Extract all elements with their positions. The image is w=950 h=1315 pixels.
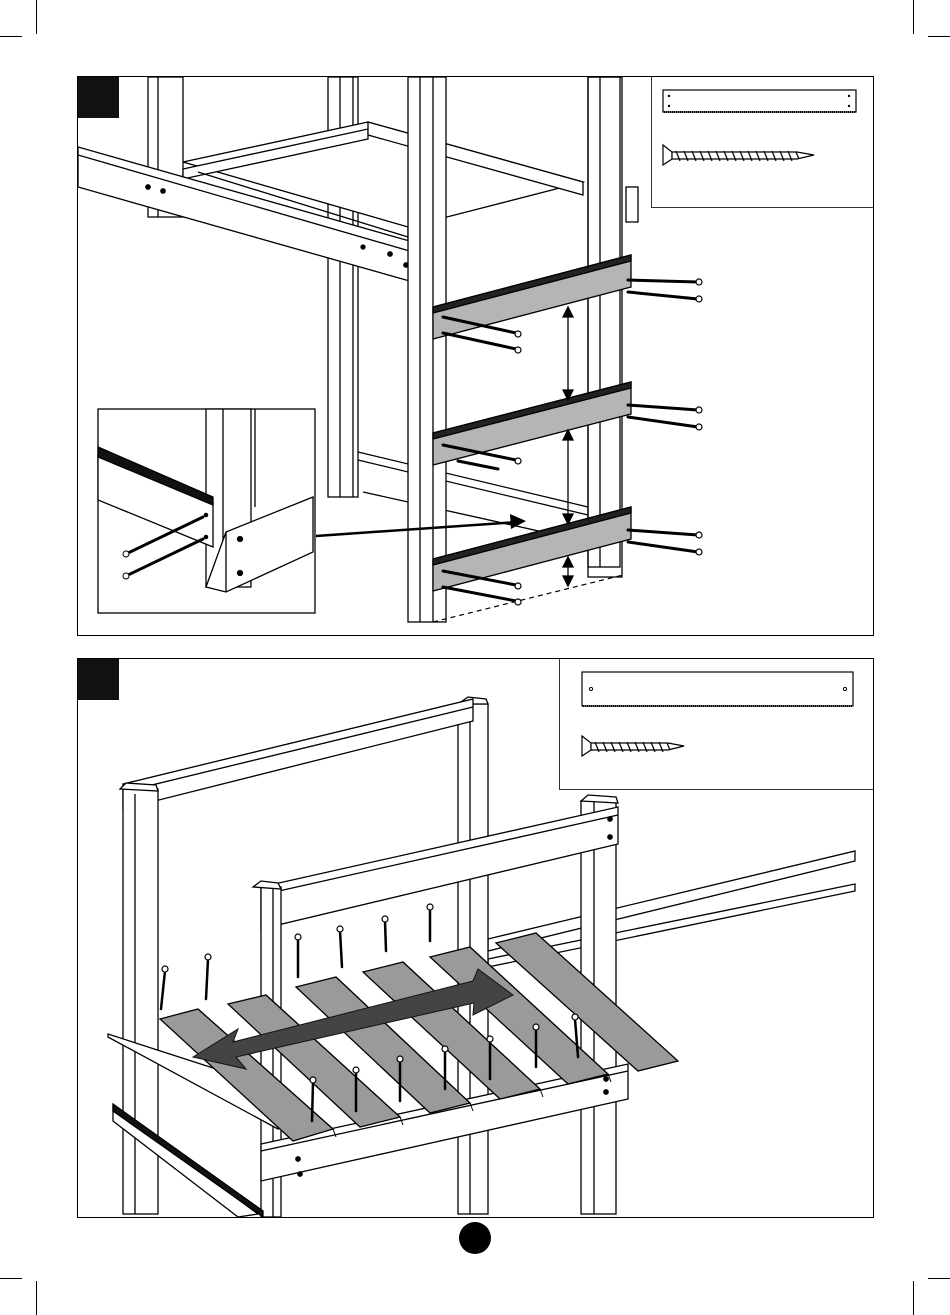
plank-icon — [663, 90, 856, 112]
step-number-badge — [78, 659, 119, 700]
crop-mark — [928, 36, 950, 37]
long-screw-icon — [663, 145, 814, 165]
crop-mark — [913, 0, 914, 34]
parts-list-bottom — [559, 659, 873, 790]
crop-mark — [36, 0, 37, 34]
step-number-badge — [78, 77, 119, 118]
crop-mark — [928, 1278, 950, 1279]
crop-mark — [36, 1281, 37, 1315]
detail-inset — [98, 409, 315, 613]
page-number-marker — [459, 1222, 491, 1254]
crop-mark — [0, 36, 22, 37]
short-screw-icon — [582, 736, 684, 756]
crop-mark — [0, 1278, 22, 1279]
crop-mark — [913, 1281, 914, 1315]
parts-list-top — [651, 77, 873, 208]
plank-icon — [582, 672, 853, 706]
